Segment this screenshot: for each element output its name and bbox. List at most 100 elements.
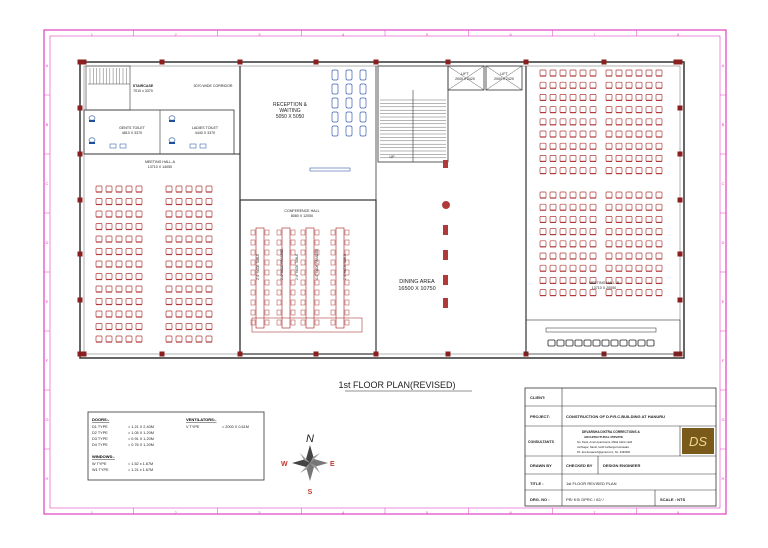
window-size: = 1.52 x 1.67M [128,462,153,466]
grid-row-label: F [722,358,725,363]
grid-col-label: 3 [258,510,261,515]
scale-label: SCALE : NTS [660,497,685,502]
grid-col-label: 5 [426,32,429,37]
door-size: = 0.76 X 1.20M [128,443,154,447]
consultant-logo [682,428,714,454]
reception-label-2: WAITING [279,108,300,114]
meeting-hall-a-size: 13710 X 14050 [148,165,172,169]
project-label: PROJECT: [530,414,550,419]
window-size: = 1.21 x 1.67M [128,468,153,472]
conference-hall-walls [239,199,377,355]
grid-row-label: H [46,476,49,481]
dining-columns [442,160,450,308]
meeting-hall-b-chairs [539,69,663,297]
grid-col-label: 6 [510,510,513,515]
meeting-hall-b-label: MEETING HALL-B [589,281,620,285]
windows-heading: WINDOWS:- [92,454,116,459]
grid-row-label: A [722,63,725,68]
door-type: D2 TYPE [92,431,108,435]
consultant-line-4: Jal Nagar, Nandi, Hold Gulbarga Karnatak… [577,445,629,449]
staircase-left [85,65,131,111]
conference-hall-size: 8080 X 12050 [291,214,313,218]
logo-text: DS [689,434,707,449]
grid-row-label: D [46,240,49,245]
consultant-line-2: ARCHITECTURAL PRIVATE [584,435,623,439]
title-block: CLIENT: PROJECT: CONSTRUCTION OF D.P.R.C… [524,387,717,507]
grid-row-label: B [722,122,725,127]
compass-s: S [308,489,313,496]
staircase-center [377,65,449,163]
door-type: D4 TYPE [92,443,108,447]
drawn-by-label: DRAWN BY [530,463,552,468]
client-label: CLIENT: [530,395,545,400]
lift-2-label: LIFT [500,72,508,76]
dining-size: 16500 X 10750 [398,286,435,292]
grid-col-label: 7 [593,32,596,37]
grid-row-label: H [722,476,725,481]
consultants-label: CONSULTANTS [528,440,555,444]
grid-col-label: 8 [677,510,680,515]
staircase-label: STAIRCASE [133,84,154,88]
passage-label-4: 4'-0" WIDE PASSAGE [315,249,319,280]
title-label: TITLE : [530,481,544,486]
ventilator-type: V TYPE [186,425,200,429]
title-value: 1st FLOOR REVISED PLAN [566,481,617,486]
grid-col-label: 4 [342,32,345,37]
lift-1-size: 2000 x 2420 [455,77,475,81]
meeting-hall-a-chairs [95,185,213,343]
consultant-line-5: Ph. dev.devaansh@gmail.com, No. 9493000 [577,450,631,454]
door-size: = 1.05 X 1.20M [128,431,154,435]
lift-1 [447,65,485,91]
reception-label: RECEPTION & [273,102,308,108]
grid-row-label: A [46,63,49,68]
floor-plan [77,59,685,359]
grid-row-label: G [721,417,724,422]
grid-row-label: D [722,240,725,245]
passage-label-1: 2'-6" WIDE TABLE [256,254,260,280]
grid-row-label: E [722,299,725,304]
grid-row-label: F [46,358,49,363]
door-type: D1 TYPE [92,425,108,429]
lift-1-label: LIFT [461,72,469,76]
window-type: W1 TYPE [92,468,109,472]
door-size: = 0.91 X 1.20M [128,437,154,441]
grid-col-label: 5 [426,510,429,515]
passage-label-3: 2'-6" WIDE TABLE [295,254,299,280]
consultant-line-1: DEVARSHA DIXTRA CORRECTIONS & [582,430,640,434]
drawing-title: 1st FLOOR PLAN(REVISED) [338,380,455,390]
grid-col-label: 1 [91,510,94,515]
grid-row-label: C [722,181,725,186]
consultant-line-3: No. Desk, Amar Apartments, Mittal Cabin … [577,440,633,444]
grid-row-label: B [46,122,49,127]
grid-col-label: 7 [593,510,596,515]
compass-n: N [306,433,314,445]
dining-label: DINING AREA [399,279,435,285]
passage-label-2: 3'-0" WIDE PASSAGE [280,249,284,280]
grid-col-label: 4 [342,510,345,515]
reception-size: 5050 X 5050 [276,114,305,120]
ladies-toilet-size: 4440 X 3370 [195,131,215,135]
grid-col-label: 8 [677,32,680,37]
window-type: W TYPE [92,462,107,466]
conference-hall-label: CONFERENCE HALL [284,209,319,213]
corridor-label: 3070 WIDE CORRIDOR [194,84,233,88]
meeting-hall-b-stage [545,327,657,347]
ventilators-heading: VENTILATORS:- [186,417,217,422]
checked-by-value: DESIGN ENGINEER [603,463,640,468]
conference-tables [250,227,363,333]
meeting-hall-a-label: MEETING HALL-A [145,160,176,164]
grid-col-label: 2 [175,510,178,515]
compass-e: E [330,461,335,468]
lift-2 [485,65,523,91]
gents-toilet-label: GENTS TOILET [119,126,146,130]
grid-col-label: 3 [258,32,261,37]
grid-col-label: 2 [175,32,178,37]
grid-row-label: G [45,417,48,422]
grid-row-label: C [46,181,49,186]
grid-col-label: 1 [91,32,94,37]
reception-chairs [309,69,367,172]
lift-2-size: 2000 x 2420 [494,77,514,81]
passage-labels: 2'-6" WIDE TABLE 3'-0" WIDE PASSAGE 2'-6… [256,249,347,280]
